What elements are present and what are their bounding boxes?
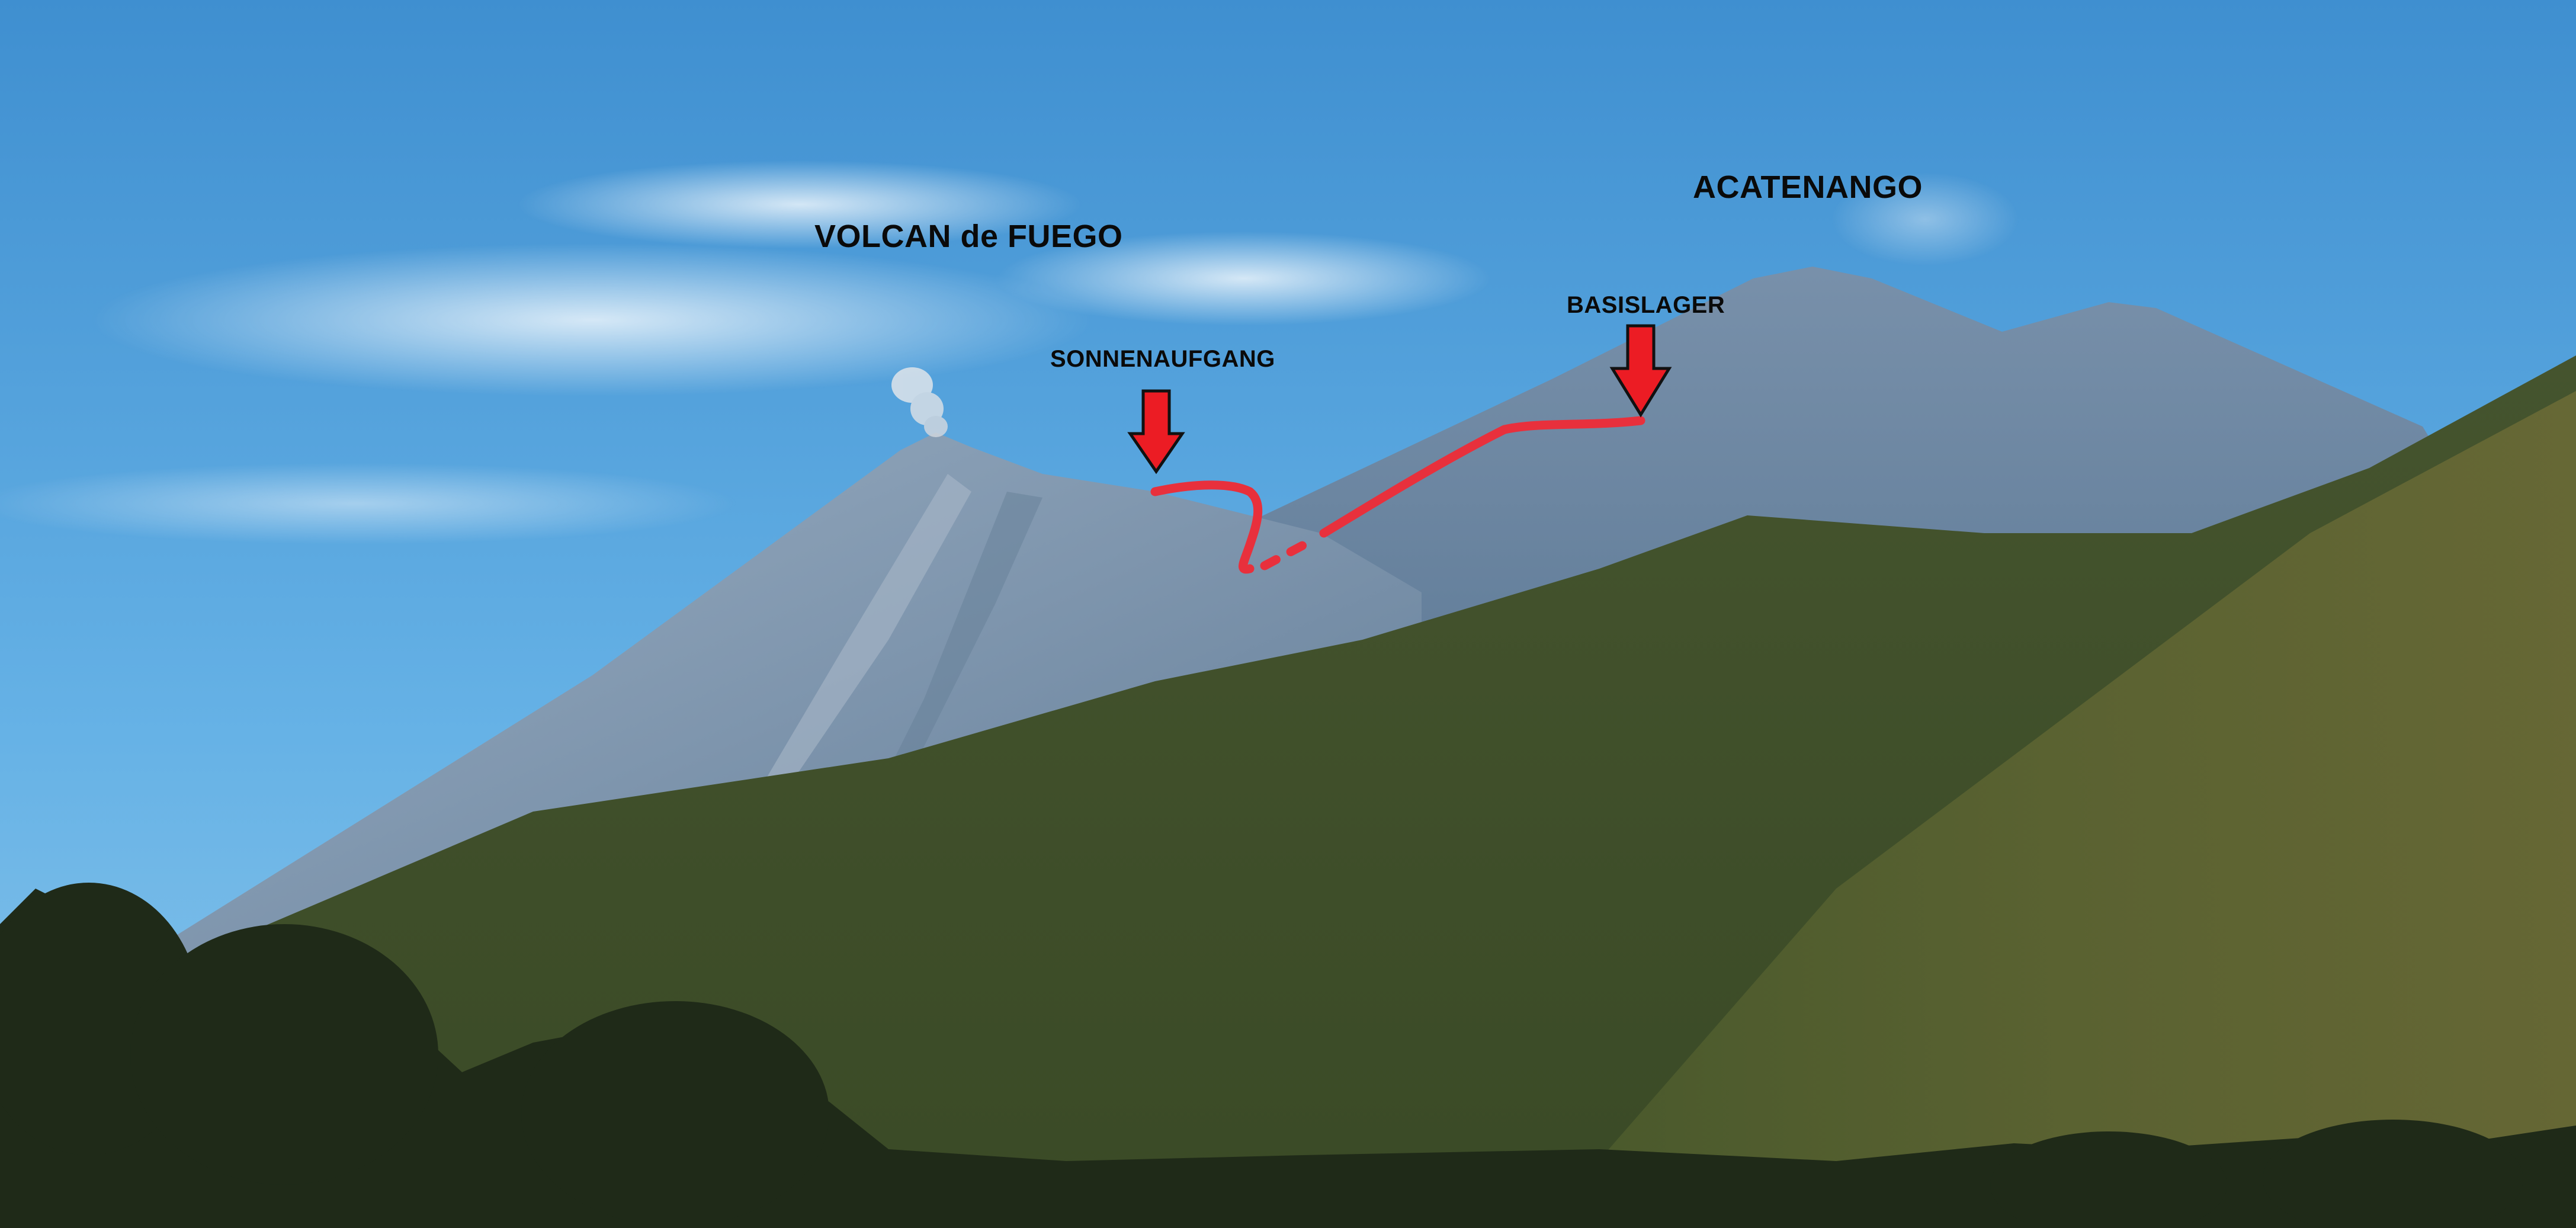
base-camp-arrow-icon bbox=[1609, 324, 1672, 418]
sunrise-label: SONNENAUFGANG bbox=[1050, 346, 1275, 372]
base-camp-label: BASISLAGER bbox=[1567, 292, 1725, 318]
fuego-label: VOLCAN de FUEGO bbox=[814, 219, 1123, 254]
smoke-plume bbox=[891, 367, 948, 437]
acatenango-label: ACATENANGO bbox=[1693, 169, 1923, 205]
hiking-route bbox=[1150, 416, 1645, 574]
front-forest-ridge bbox=[1540, 391, 2576, 1228]
foreground-trees bbox=[0, 883, 2576, 1228]
sunrise-arrow-icon bbox=[1127, 389, 1185, 474]
